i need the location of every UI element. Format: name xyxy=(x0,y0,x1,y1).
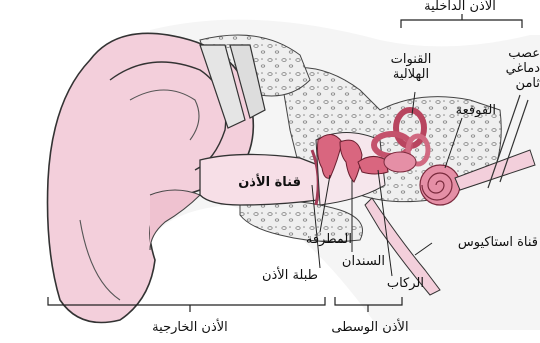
cochlea-shape xyxy=(420,165,460,205)
concha xyxy=(150,190,200,250)
label-cochlea: القوقعة xyxy=(432,103,496,118)
stirrup-shape xyxy=(358,156,388,174)
label-stirrup: الركاب xyxy=(372,276,424,291)
inner-ear-bracket xyxy=(401,20,522,28)
label-anvil: السندان xyxy=(325,254,385,269)
label-semicircular-canals: القنوات الهلالية xyxy=(375,52,447,82)
label-outer-ear: الأذن الخارجية xyxy=(130,320,250,335)
label-middle-ear: الأذن الوسطى xyxy=(318,320,422,335)
vestibule xyxy=(384,152,416,172)
label-inner-ear: الأذن الداخلية xyxy=(400,0,520,14)
label-eustachian-tube: قناة استاكيوس xyxy=(428,235,538,250)
label-eardrum: طبلة الأذن xyxy=(238,268,318,283)
label-nerve: عصب دماغي ثامن xyxy=(498,46,540,91)
label-ear-canal: قناة الأذن xyxy=(221,175,301,190)
label-hammer: المطرقة xyxy=(288,232,352,247)
